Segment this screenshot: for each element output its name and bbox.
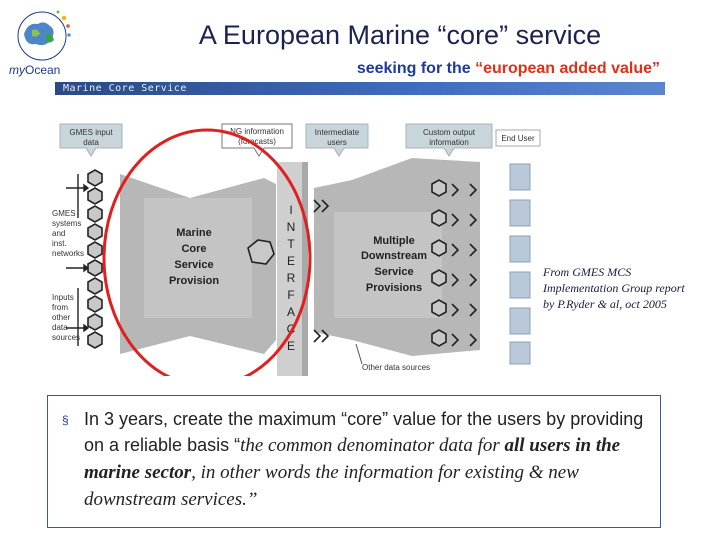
message-part-4: , in other words the information for exi…	[84, 462, 579, 510]
end-user-boxes	[509, 163, 531, 365]
intermediate-line2: users	[327, 138, 347, 147]
message-part-3: all users in the marine sector	[84, 435, 621, 483]
inputs-other-5: sources	[52, 333, 80, 342]
page-subtitle: seeking for the “european added value”	[250, 60, 660, 78]
end-user-callout: End User	[495, 129, 541, 147]
message-part-2: the common denominator data for	[240, 435, 505, 456]
gmes-systems-2: systems	[52, 219, 81, 228]
core-service-text: Marine Core Service Provision	[169, 227, 219, 287]
downstream-line-2: Downstream	[361, 250, 427, 262]
logo-ocean: Ocean	[25, 63, 60, 77]
downstream-line-1: Multiple	[373, 235, 415, 247]
downstream-line-3: Service	[374, 266, 413, 278]
mcs-diagram: GMES input data NG information (forecast…	[52, 118, 542, 388]
other-sources-label: Other data sources	[355, 343, 430, 372]
gmes-input-line2: data	[83, 138, 99, 147]
intermediate-line1: Intermediate	[315, 128, 360, 137]
custom-output-line2: information	[429, 138, 469, 147]
input-hexagons	[87, 169, 103, 349]
core-line-4: Provision	[169, 275, 219, 287]
core-line-1: Marine	[176, 227, 211, 239]
iface-A: A	[287, 305, 295, 319]
caption-line-3: by P.Ryder & al, oct 2005	[543, 297, 667, 311]
band-label: Marine Core Service	[63, 83, 187, 94]
iface-N: N	[287, 220, 296, 234]
source-caption: From GMES MCS Implementation Group repor…	[543, 264, 718, 312]
myocean-logo: my Ocean	[6, 4, 78, 78]
gmes-systems-label: GMES systems and inst. networks	[52, 209, 84, 258]
caption-line-2: Implementation Group report	[543, 281, 685, 295]
gmes-systems-4: inst.	[52, 239, 67, 248]
key-message-text: In 3 years, create the maximum “core” va…	[84, 406, 654, 513]
key-message-box: § In 3 years, create the maximum “core” …	[47, 395, 661, 528]
custom-output-line1: Custom output	[423, 128, 476, 137]
subtitle-highlight: “european added value”	[475, 60, 660, 77]
ng-information-callout: NG information (forecasts)	[221, 123, 293, 157]
ng-info-line2: (forecasts)	[238, 137, 276, 146]
gmes-input-callout: GMES input data	[59, 123, 123, 157]
bullet-icon: §	[62, 413, 69, 427]
other-sources-text: Other data sources	[362, 363, 430, 372]
core-hexagon	[247, 239, 275, 265]
page-title: A European Marine “core” service	[198, 20, 602, 50]
interface-column	[277, 162, 305, 376]
custom-output-callout: Custom output information	[405, 123, 493, 157]
inputs-other-4: data	[52, 323, 68, 332]
iface-E2: E	[287, 339, 295, 353]
iface-F: F	[287, 288, 294, 302]
iface-I: I	[289, 203, 292, 217]
gmes-systems-1: GMES	[52, 209, 76, 218]
chevrons	[313, 183, 478, 347]
gmes-systems-5: networks	[52, 249, 84, 258]
core-line-2: Core	[181, 243, 206, 255]
marine-core-service-band: Marine Core Service	[55, 82, 665, 95]
downstream-line-4: Provisions	[366, 282, 422, 294]
gmes-input-line1: GMES input	[69, 128, 113, 137]
end-user-label: End User	[501, 134, 535, 143]
inputs-other-1: Inputs	[52, 293, 74, 302]
logo-my: my	[9, 63, 26, 77]
subtitle-prefix: seeking for the	[356, 60, 476, 77]
core-line-3: Service	[174, 259, 213, 271]
iface-R: R	[287, 271, 296, 285]
iface-T: T	[287, 237, 295, 251]
input-arrows	[66, 183, 90, 333]
inputs-other-2: from	[52, 303, 68, 312]
output-hexagons	[431, 179, 447, 347]
downstream-text: Multiple Downstream Service Provisions	[361, 235, 427, 294]
message-part-1: In 3 years, create the maximum “core” va…	[84, 409, 644, 455]
inputs-other-3: other	[52, 313, 71, 322]
gmes-systems-3: and	[52, 229, 65, 238]
inputs-other-label: Inputs from other data sources	[52, 293, 80, 342]
iface-E1: E	[287, 254, 295, 268]
caption-line-1: From GMES MCS	[543, 265, 632, 279]
intermediate-users-callout: Intermediate users	[305, 123, 369, 157]
ng-info-line1: NG information	[230, 127, 284, 136]
